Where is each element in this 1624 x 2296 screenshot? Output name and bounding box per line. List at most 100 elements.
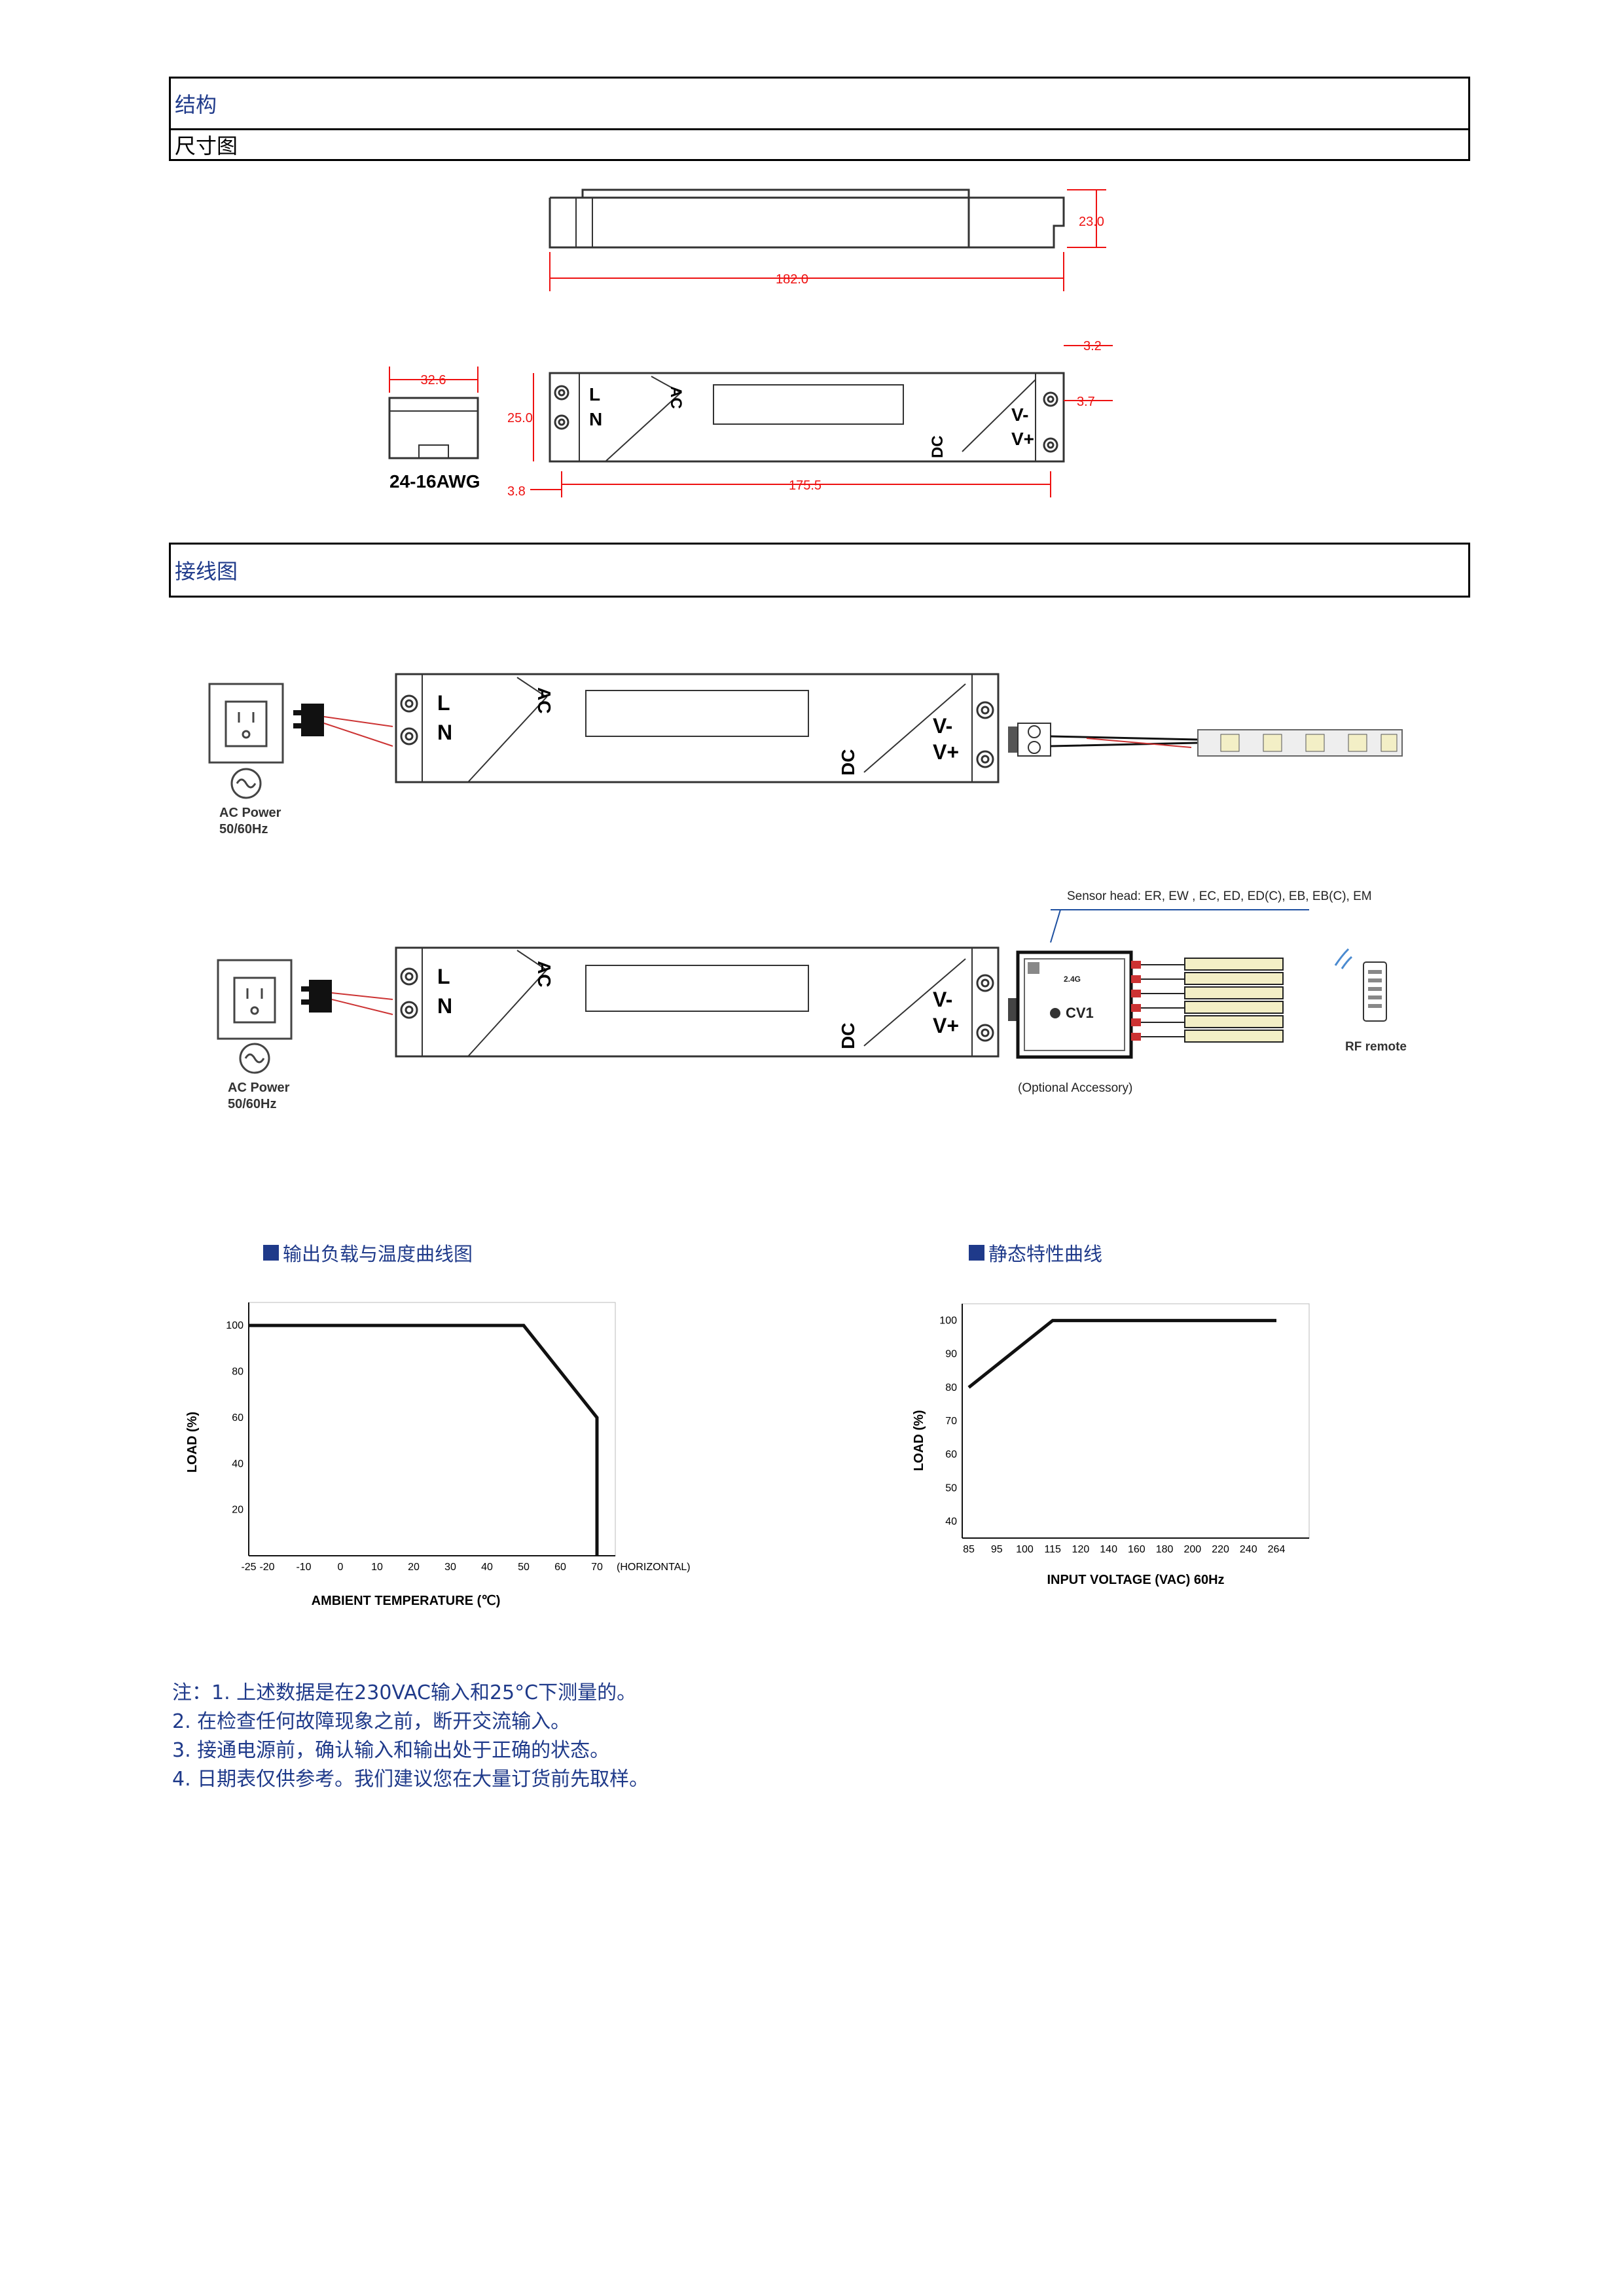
y-tick-label: 50	[945, 1482, 957, 1494]
plot-frame	[248, 1302, 616, 1556]
x-tick-label: 30	[444, 1562, 456, 1573]
plot-frame	[962, 1303, 1310, 1539]
x-tick-label: 240	[1240, 1544, 1257, 1555]
driver-outline	[395, 946, 1000, 1058]
x-tick-label: 115	[1044, 1544, 1061, 1555]
awg-label: 24-16AWG	[389, 471, 480, 492]
x-axis-label: AMBIENT TEMPERATURE (℃)	[312, 1594, 501, 1608]
square-icon	[263, 1245, 279, 1261]
dim-length-label: 182.0	[776, 272, 808, 287]
dim-tab-b-label: 3.7	[1077, 395, 1095, 409]
terminal-n: N	[437, 721, 452, 744]
ac-label: AC	[667, 386, 685, 409]
x-tick-label: 60	[554, 1562, 566, 1573]
dim-offset-label: 3.8	[507, 484, 526, 499]
wall-outlet-icon	[208, 683, 284, 799]
x-tick-label: 0	[338, 1562, 344, 1573]
dc-label: DC	[838, 1023, 858, 1049]
x-tick-label: 20	[408, 1562, 420, 1573]
section-header-dimensions: 尺寸图	[169, 128, 1470, 161]
sensor-head-label: Sensor head: ER, EW , EC, ED, ED(C), EB,…	[1067, 889, 1372, 903]
series-line	[967, 1319, 1276, 1389]
terminal-n: N	[437, 994, 452, 1018]
rf-remote-label: RF remote	[1345, 1040, 1407, 1054]
x-tick-label: -20	[259, 1562, 274, 1573]
y-tick-label: 40	[232, 1458, 244, 1469]
x-tick-label: 264	[1268, 1544, 1286, 1555]
y-tick-label: 80	[232, 1367, 244, 1378]
square-icon	[969, 1245, 984, 1261]
y-tick-label: 100	[939, 1316, 957, 1327]
wall-outlet-icon	[217, 959, 293, 1074]
x-tick-label: 200	[1183, 1544, 1201, 1555]
x-tick-label: 180	[1156, 1544, 1174, 1555]
note-line: 4. 日期表仅供参考。我们建议您在大量订货前先取样。	[172, 1768, 649, 1791]
ac-label: AC	[534, 961, 554, 987]
y-tick-label: 60	[232, 1412, 244, 1424]
freq-label: 50/60Hz	[219, 822, 268, 836]
terminal-vplus: V+	[1011, 429, 1034, 449]
x-tick-label: 220	[1212, 1544, 1229, 1555]
section-header-wiring: 接线图	[169, 543, 1470, 598]
side-view-drawing: 182.0 23.0 L N AC DC V- V+ 25.0 175.5 3.…	[388, 188, 1113, 499]
remote-control-icon	[1334, 948, 1387, 1022]
note-line: 注：1. 上述数据是在230VAC输入和25°C下测量的。	[172, 1681, 637, 1704]
terminal-vplus: V+	[933, 1014, 959, 1037]
plug-icon	[301, 980, 332, 1013]
chart-title-derating: 输出负载与温度曲线图	[263, 1239, 473, 1266]
dc-label: DC	[838, 749, 858, 776]
terminal-block-icon	[1008, 723, 1051, 757]
terminal-l: L	[437, 691, 450, 715]
controller-box-icon	[1008, 950, 1141, 1059]
terminal-vminus: V-	[1011, 404, 1028, 425]
section-title: 接线图	[175, 559, 238, 584]
x-tick-label: 10	[371, 1562, 383, 1573]
freq-24-label: 2.4G	[1064, 975, 1081, 984]
chart-title-static: 静态特性曲线	[969, 1239, 1102, 1266]
x-tick-label: 140	[1100, 1544, 1117, 1555]
x-tick-label: 120	[1072, 1544, 1090, 1555]
y-tick-label: 20	[232, 1505, 244, 1516]
y-tick-label: 70	[945, 1416, 957, 1427]
driver-end-outline	[388, 397, 479, 459]
wiring-diagram-basic: AC Power 50/60Hz L N AC DC V- V+	[208, 673, 1403, 836]
x-tick-label: 85	[963, 1544, 975, 1555]
x-tick-label: 70	[591, 1562, 603, 1573]
x-tick-label: 50	[518, 1562, 530, 1573]
x-extra-label: (HORIZONTAL)	[617, 1562, 691, 1573]
plug-icon	[293, 704, 324, 736]
y-tick-label: 40	[945, 1516, 957, 1527]
terminal-vminus: V-	[933, 988, 952, 1011]
freq-label: 50/60Hz	[228, 1097, 277, 1111]
ac-power-label: AC Power	[228, 1081, 290, 1095]
chart-title-text: 静态特性曲线	[988, 1243, 1103, 1265]
dim-height-label: 23.0	[1079, 215, 1104, 229]
section-title: 结构	[175, 92, 217, 117]
note-line: 3. 接通电源前，确认输入和输出处于正确的状态。	[172, 1739, 610, 1762]
led-strips-icon	[1141, 958, 1284, 1043]
notes-block: 注：1. 上述数据是在230VAC输入和25°C下测量的。 2. 在检查任何故障…	[172, 1679, 649, 1794]
series-line	[249, 1323, 599, 1556]
x-axis-label: INPUT VOLTAGE (VAC) 60Hz	[1047, 1573, 1224, 1587]
terminal-vminus: V-	[933, 714, 952, 738]
y-tick-label: 60	[945, 1449, 957, 1460]
x-tick-label: -10	[296, 1562, 311, 1573]
cv1-label: CV1	[1066, 1005, 1094, 1021]
x-tick-label: 160	[1128, 1544, 1146, 1555]
driver-top-outline	[549, 372, 1065, 463]
optional-accessory-label: (Optional Accessory)	[1018, 1081, 1132, 1095]
chart-title-text: 输出负载与温度曲线图	[283, 1243, 473, 1265]
dim-pitch-label: 175.5	[789, 478, 821, 493]
y-tick-label: 100	[226, 1320, 244, 1331]
ac-label: AC	[534, 687, 554, 713]
note-line: 2. 在检查任何故障现象之前，断开交流输入。	[172, 1710, 571, 1733]
y-axis-label: LOAD (%)	[185, 1412, 200, 1473]
y-axis-label: LOAD (%)	[912, 1410, 926, 1471]
dc-label: DC	[929, 435, 947, 458]
led-strip-icon	[1197, 729, 1403, 757]
dim-width-label: 25.0	[507, 411, 533, 425]
x-tick-label: 40	[481, 1562, 493, 1573]
wiring-diagram-controller: Sensor head: ER, EW , EC, ED, ED(C), EB,…	[217, 889, 1407, 1111]
